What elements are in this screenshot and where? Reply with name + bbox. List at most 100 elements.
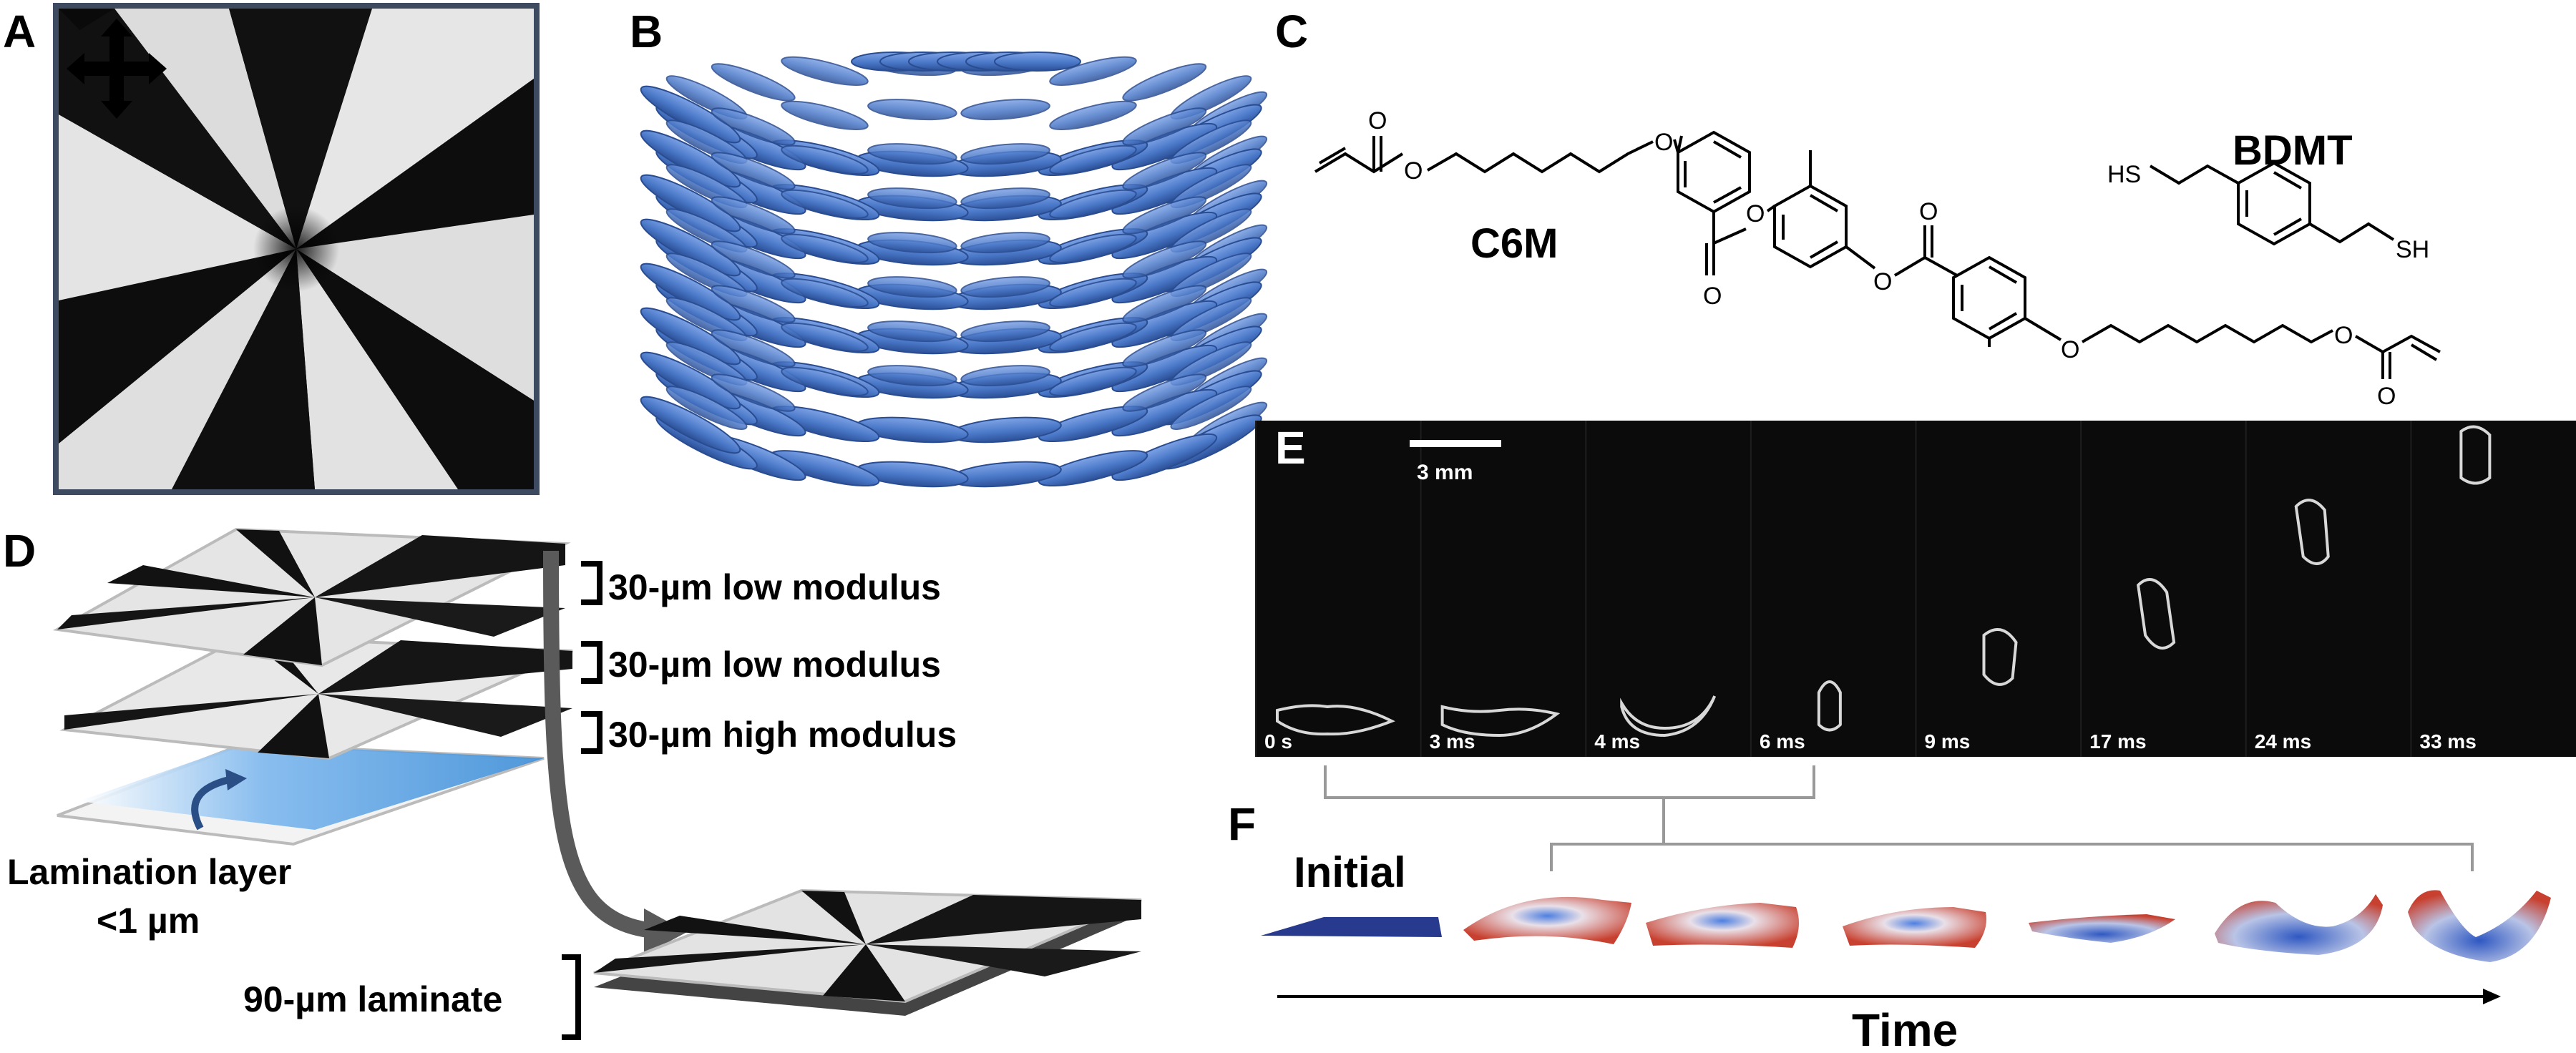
ellipsoid-mesogen <box>711 329 796 368</box>
panel-b: B <box>630 6 1268 488</box>
ellipsoid-mesogen <box>665 386 748 430</box>
ellipsoid-mesogen <box>1122 329 1207 368</box>
film-silhouette <box>2294 499 2330 565</box>
ellipsoid-mesogen <box>640 396 741 454</box>
ellipsoid-mesogen <box>960 143 1050 165</box>
film-silhouette <box>1982 628 2018 686</box>
layer-label-low-modulus-2: 30-µm low modulus <box>608 645 941 685</box>
panel-label-c: C <box>1275 6 1308 57</box>
polarizer-cross-icon <box>67 19 167 119</box>
ellipsoid-mesogen <box>1122 373 1207 412</box>
ellipsoid-mesogen <box>1038 406 1148 443</box>
deformed-plate <box>1843 907 1986 948</box>
frame-time-label: 33 ms <box>2419 730 2476 753</box>
atom-o: O <box>2061 336 2079 363</box>
panel-a: A <box>3 3 540 495</box>
ellipsoid-mesogen <box>1049 56 1137 86</box>
ellipsoid-mesogen <box>781 366 869 396</box>
panel-label-e: E <box>1275 422 1306 474</box>
ellipsoid-mesogen <box>711 107 796 146</box>
atom-o: O <box>2334 322 2353 349</box>
frame-time-label: 17 ms <box>2089 730 2146 753</box>
low-modulus-sheet-2 <box>59 635 573 760</box>
ellipsoid-mesogen <box>1122 285 1207 323</box>
initial-plate <box>1261 917 1442 937</box>
time-axis-label: Time <box>1852 1004 1958 1053</box>
atom-o: O <box>1703 283 1722 310</box>
ellipsoid-mesogen <box>781 56 869 86</box>
panel-d: D <box>3 525 1142 1040</box>
film-silhouette <box>1817 680 1842 732</box>
ellipsoid-mesogen <box>867 232 957 254</box>
ellipsoid-mesogen <box>711 373 796 412</box>
layer-brackets <box>562 561 602 1040</box>
ellipsoid-mesogen <box>1122 63 1207 102</box>
deformed-plate <box>2215 894 2383 955</box>
panel-f: F Initial Time <box>1228 765 2551 1053</box>
layer-label-low-modulus-1: 30-µm low modulus <box>608 567 941 607</box>
ellipsoid-mesogen <box>1049 278 1137 308</box>
atom-o: O <box>1654 129 1673 156</box>
frame-time-label: 6 ms <box>1760 730 1805 753</box>
process-arrow <box>543 550 649 938</box>
panel-label-f: F <box>1228 798 1256 850</box>
ellipsoid-mesogen <box>867 320 957 343</box>
ellipsoid-mesogen <box>867 365 957 387</box>
ellipsoid-mesogen <box>711 285 796 323</box>
panel-label-b: B <box>630 6 663 57</box>
ellipsoid-mesogen <box>781 233 869 263</box>
scale-bar-label: 3 mm <box>1417 461 1473 484</box>
ellipsoid-mesogen <box>1049 366 1137 396</box>
ellipsoid-mesogen <box>781 100 869 130</box>
ellipsoid-mesogen <box>867 276 957 298</box>
ellipsoid-mesogen <box>1122 107 1207 146</box>
ellipsoid-mesogen <box>994 52 1081 72</box>
bond-chain <box>1314 152 1404 174</box>
ellipsoid-mesogen <box>960 187 1050 210</box>
lamination-sheet <box>57 742 545 846</box>
benzene-ring <box>1952 255 2026 341</box>
ellipsoid-mesogen <box>1049 233 1137 263</box>
panel-c: C O O O O O O O <box>1275 6 2441 410</box>
panel-label-d: D <box>3 525 36 577</box>
ellipsoid-mesogen <box>1049 322 1137 352</box>
laminate-label: 90-µm laminate <box>243 979 502 1019</box>
ellipsoid-mesogen <box>781 189 869 219</box>
ellipsoid-mesogen <box>1122 196 1207 235</box>
ellipsoid-mesogen <box>1122 240 1207 279</box>
atom-o: O <box>1746 200 1765 227</box>
benzene-ring <box>1677 130 1751 214</box>
lamination-layer-label: Lamination layer <box>7 852 291 892</box>
benzene-ring <box>1773 184 1848 269</box>
ellipsoid-mesogen <box>1049 145 1137 175</box>
atom-o: O <box>1873 268 1892 295</box>
lamination-pointer-arrow <box>191 776 230 831</box>
panel-label-a: A <box>3 6 36 57</box>
maltese-cross-image <box>59 9 534 489</box>
frame-time-label: 4 ms <box>1594 730 1640 753</box>
low-modulus-sheet-1 <box>52 527 571 667</box>
ellipsoid-mesogen <box>960 276 1050 298</box>
atom-o: O <box>1368 107 1387 134</box>
deformed-plate <box>1463 896 1631 944</box>
frame-time-label: 3 ms <box>1430 730 1475 753</box>
frame-time-label: 0 s <box>1264 730 1292 753</box>
ellipsoid-cylinder-illustration <box>640 52 1268 488</box>
scale-bar <box>1410 440 1501 447</box>
frame-correspondence-bracket <box>1324 765 2474 871</box>
deformed-plate <box>2029 914 2175 943</box>
frame-time-label: 9 ms <box>1925 730 1971 753</box>
ellipsoid-mesogen <box>960 99 1050 121</box>
layer-label-high-modulus: 30-µm high modulus <box>608 715 957 755</box>
ellipsoid-mesogen <box>1111 433 1218 481</box>
ellipsoid-mesogen <box>867 143 957 165</box>
film-silhouette <box>1276 704 1395 736</box>
ellipsoid-mesogen <box>781 278 869 308</box>
ellipsoid-mesogen <box>960 232 1050 254</box>
ellipsoid-mesogen <box>711 240 796 279</box>
deformed-plate <box>2408 890 2551 962</box>
ellipsoid-mesogen <box>711 152 796 190</box>
ellipsoid-mesogen <box>867 187 957 210</box>
deformed-plate <box>1646 903 1799 948</box>
molecule-label-c6m: C6M <box>1470 220 1558 267</box>
